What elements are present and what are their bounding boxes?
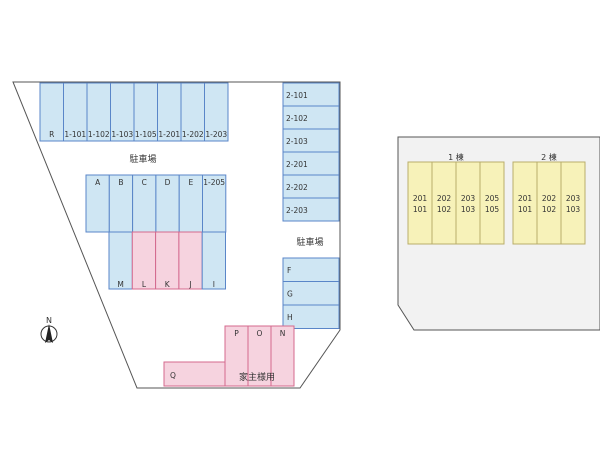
parking-label-top: 駐車場 (129, 153, 156, 165)
owner-use-label: 家主様用 (239, 371, 275, 383)
top-row-4-label: 1-105 (135, 130, 157, 139)
building-1-unit-3 (479, 161, 505, 245)
middle-upper-4-label: E (188, 178, 193, 187)
north-arrow-icon: N (40, 316, 58, 343)
top-row-7-stall (204, 82, 229, 142)
unit-upper-number: 201 (518, 194, 533, 203)
right-col-4-label: 2-202 (286, 183, 308, 192)
unit-upper-number: 205 (485, 194, 500, 203)
right-lower-0-stall (282, 257, 340, 282)
unit-upper-number: 201 (413, 194, 428, 203)
parking-label-right: 駐車場 (296, 236, 323, 248)
owner-stall-2-stall (270, 325, 295, 387)
middle-lower-2-label: K (165, 280, 171, 289)
right-col-2-label: 2-103 (286, 137, 308, 146)
middle-lower-1-label: L (142, 280, 147, 289)
north-label: N (46, 316, 52, 325)
building-2-title: 2 棟 (541, 152, 557, 162)
middle-upper-2-label: C (142, 178, 147, 187)
owner-stall-1-label: O (257, 329, 263, 338)
middle-lower-4-label: I (213, 280, 215, 289)
right-lower-0-label: F (287, 266, 291, 275)
middle-lower-4-stall (201, 231, 226, 290)
top-row-3-label: 1-103 (111, 130, 133, 139)
middle-upper-5-label: 1-205 (203, 178, 225, 187)
unit-upper-number: 203 (461, 194, 476, 203)
right-col-5-label: 2-203 (286, 206, 308, 215)
right-col-5-stall (282, 197, 340, 222)
top-row-6-label: 1-202 (182, 130, 204, 139)
building-2-unit-2 (560, 161, 586, 245)
unit-lower-number: 102 (437, 205, 452, 214)
middle-upper-1-label: B (118, 178, 123, 187)
unit-upper-number: 202 (437, 194, 452, 203)
right-lower-1-label: G (287, 290, 293, 299)
building-1-unit-2 (455, 161, 481, 245)
building-1-unit-0 (407, 161, 433, 245)
unit-lower-number: 101 (413, 205, 428, 214)
building-2-unit-1 (536, 161, 562, 245)
middle-upper-0-label: A (95, 178, 101, 187)
building-1-unit-1 (431, 161, 457, 245)
top-row-0-label: R (49, 130, 54, 139)
middle-lower-3-label: J (188, 280, 191, 289)
unit-upper-number: 202 (542, 194, 557, 203)
owner-wide-label: Q (170, 371, 176, 380)
top-row-2-label: 1-102 (88, 130, 110, 139)
unit-lower-number: 105 (485, 205, 500, 214)
unit-lower-number: 102 (542, 205, 557, 214)
top-row-7-label: 1-203 (205, 130, 227, 139)
owner-stall-0-label: P (234, 329, 239, 338)
building-2-unit-0 (512, 161, 538, 245)
middle-lower-0-label: M (117, 280, 123, 289)
unit-lower-number: 103 (461, 205, 476, 214)
middle-upper-3-label: D (165, 178, 171, 187)
unit-lower-number: 103 (566, 205, 581, 214)
right-col-3-label: 2-201 (286, 160, 308, 169)
right-lower-2-label: H (287, 313, 293, 322)
owner-stall-2-label: N (280, 329, 286, 338)
right-col-0-label: 2-101 (286, 91, 308, 100)
unit-lower-number: 101 (518, 205, 533, 214)
building-1-title: 1 棟 (448, 152, 464, 162)
right-lower-2-stall (282, 304, 340, 329)
unit-upper-number: 203 (566, 194, 581, 203)
top-row-5-label: 1-201 (158, 130, 180, 139)
top-row-1-label: 1-101 (64, 130, 86, 139)
right-col-1-label: 2-102 (286, 114, 308, 123)
